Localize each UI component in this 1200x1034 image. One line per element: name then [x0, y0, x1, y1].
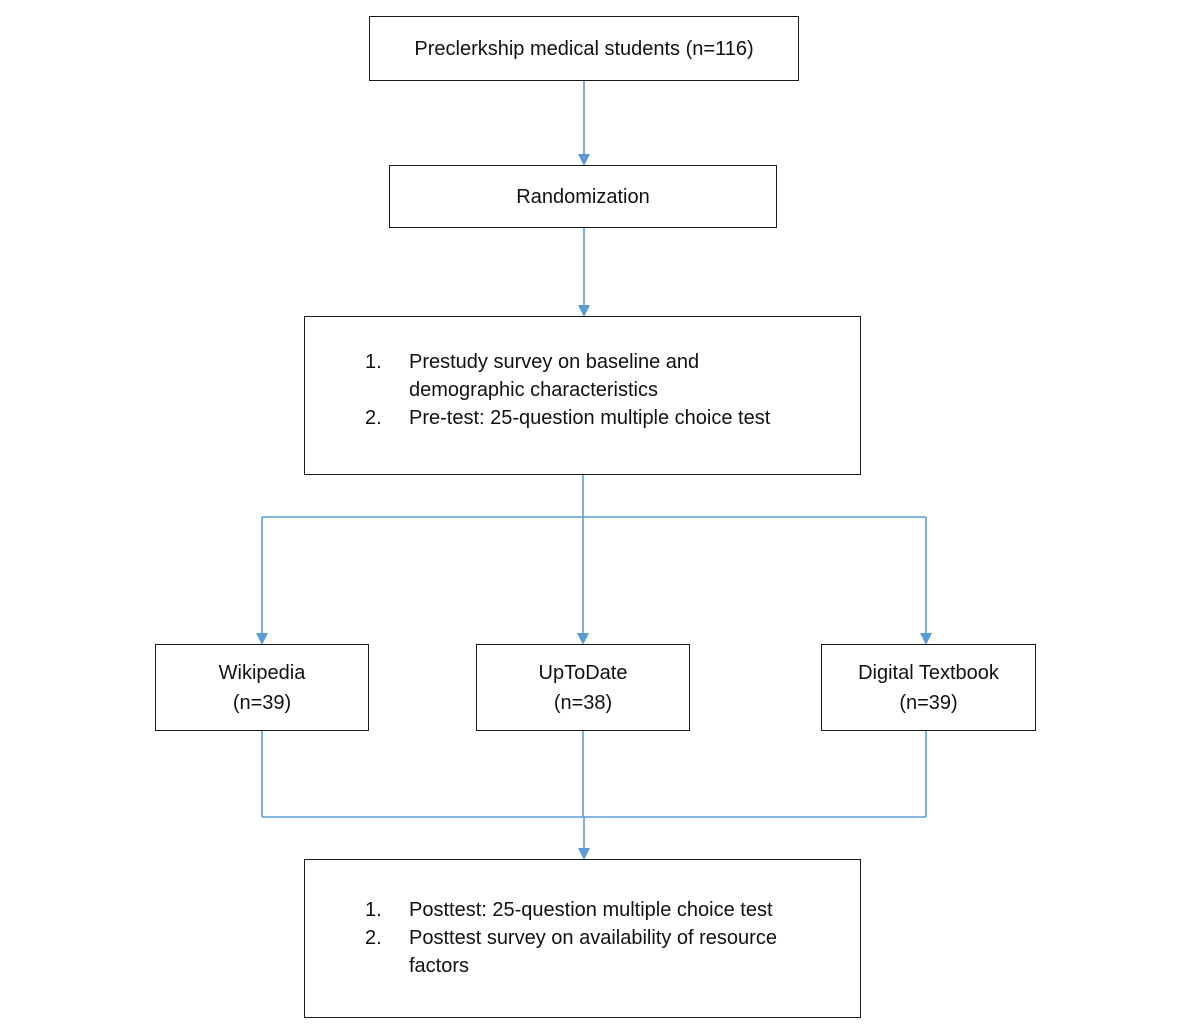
prestudy-step: 2. Pre-test: 25-question multiple choice… — [365, 404, 835, 432]
prestudy-steps: 1. Prestudy survey on baseline and demog… — [365, 348, 835, 432]
enrollment-box: Preclerkship medical students (n=116) — [369, 16, 799, 81]
arm-name: UpToDate — [538, 661, 628, 684]
arm-box-wikipedia: Wikipedia (n=39) — [155, 644, 369, 731]
arm-name: Wikipedia — [218, 661, 306, 684]
arm-count: (n=39) — [232, 691, 292, 714]
step-text: Pre-test: 25-question multiple choice te… — [409, 404, 835, 432]
arm-box-uptodate: UpToDate (n=38) — [476, 644, 690, 731]
step-number: 1. — [365, 899, 382, 921]
step-text-line: Posttest survey on availability of resou… — [409, 927, 777, 949]
arm-count: (n=38) — [553, 691, 613, 714]
enrollment-label: Preclerkship medical students (n=116) — [414, 37, 754, 60]
prestudy-box: 1. Prestudy survey on baseline and demog… — [304, 316, 861, 475]
arm-name: Digital Textbook — [858, 661, 999, 684]
arm-count: (n=39) — [899, 691, 958, 714]
step-text: Posttest: 25-question multiple choice te… — [409, 896, 835, 924]
step-number: 1. — [365, 351, 382, 373]
step-text-line: Prestudy survey on baseline and — [409, 351, 700, 373]
randomization-box: Randomization — [389, 165, 777, 228]
step-text-line: Pre-test: 25-question multiple choice te… — [409, 407, 771, 429]
step-text: Posttest survey on availability of resou… — [409, 924, 835, 980]
poststudy-steps: 1. Posttest: 25-question multiple choice… — [365, 896, 835, 980]
step-text-line: Posttest: 25-question multiple choice te… — [409, 899, 773, 921]
randomization-label: Randomization — [516, 185, 650, 208]
poststudy-step: 1. Posttest: 25-question multiple choice… — [365, 896, 835, 924]
poststudy-step: 2. Posttest survey on availability of re… — [365, 924, 835, 980]
step-number: 2. — [365, 927, 382, 949]
poststudy-box: 1. Posttest: 25-question multiple choice… — [304, 859, 861, 1018]
step-text-line: factors — [409, 955, 470, 977]
step-number: 2. — [365, 407, 382, 429]
step-text-line: demographic characteristics — [409, 379, 658, 401]
step-text: Prestudy survey on baseline and demograp… — [409, 348, 835, 404]
prestudy-step: 1. Prestudy survey on baseline and demog… — [365, 348, 835, 404]
arm-box-digital-textbook: Digital Textbook (n=39) — [821, 644, 1036, 731]
